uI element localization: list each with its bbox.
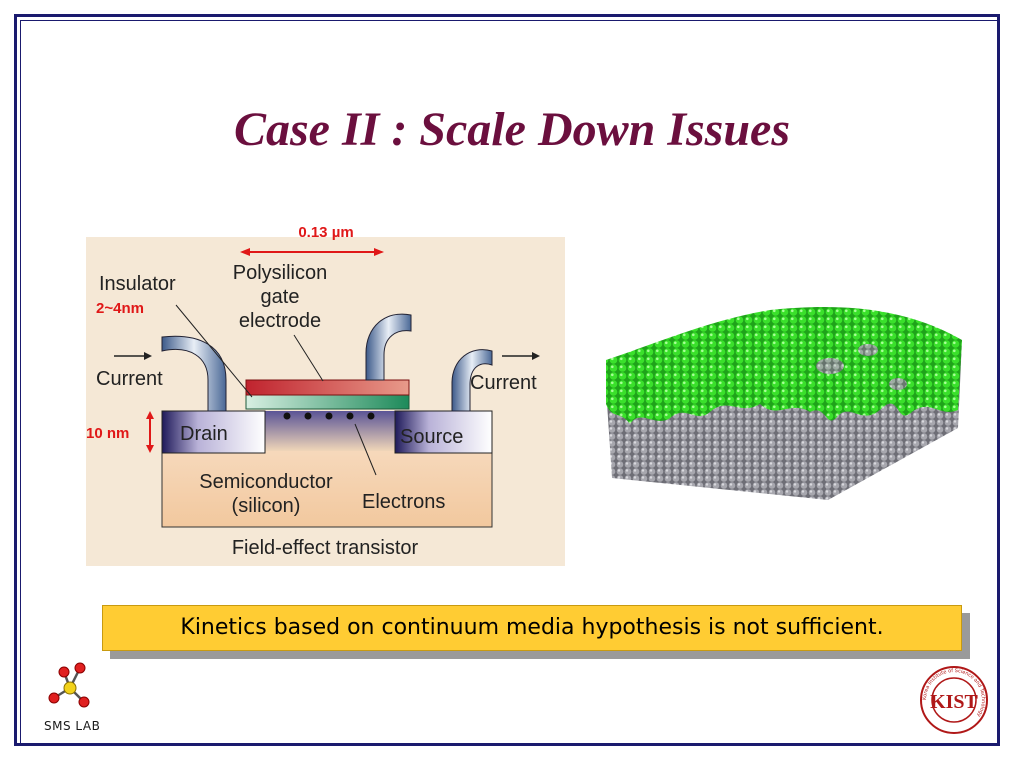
source-label: Source <box>400 426 463 448</box>
sms-lab-logo-icon <box>48 662 90 708</box>
kist-logo-text: KIST <box>930 691 978 713</box>
transistor-diagram: 0.13 µm Insulator 2~4nm Polysilicon gate… <box>86 224 540 559</box>
semiconductor-label-line1: Semiconductor <box>199 471 333 493</box>
drain-contact-pipe <box>161 335 227 412</box>
gate-label-line3: electrode <box>239 310 321 332</box>
drain-block <box>161 410 266 454</box>
gate-electrode <box>245 379 410 396</box>
current-left-label: Current <box>96 368 163 390</box>
sms-lab-label: SMS LAB <box>44 719 101 733</box>
electrons-label: Electrons <box>362 491 445 513</box>
kist-seal-logo: Korea Institute of Science and Technolog… <box>920 666 988 734</box>
depth-label: 10 nm <box>86 425 129 442</box>
insulator-layer <box>245 394 410 410</box>
current-right-label: Current <box>470 372 537 394</box>
lattice-green-surface <box>606 307 962 424</box>
slide-title: Case II : Scale Down Issues <box>233 103 791 156</box>
callout-box: Kinetics based on continuum media hypoth… <box>102 605 962 651</box>
drain-label: Drain <box>180 423 228 445</box>
diagram-caption: Field-effect transistor <box>232 537 419 559</box>
source-contact-pipe <box>451 349 493 412</box>
atomic-lattice-image <box>606 307 962 500</box>
source-block <box>394 410 493 454</box>
gate-contact-pipe <box>365 313 412 381</box>
insulator-label: Insulator <box>99 273 176 295</box>
semiconductor-label-line2: (silicon) <box>232 495 301 517</box>
slide-frame-inner <box>20 20 998 746</box>
slide-frame <box>14 14 1000 746</box>
gate-label-line2: gate <box>261 286 300 308</box>
insulator-thickness-label: 2~4nm <box>96 300 144 317</box>
gate-label-line1: Polysilicon <box>233 262 327 284</box>
width-label: 0.13 µm <box>298 224 353 241</box>
